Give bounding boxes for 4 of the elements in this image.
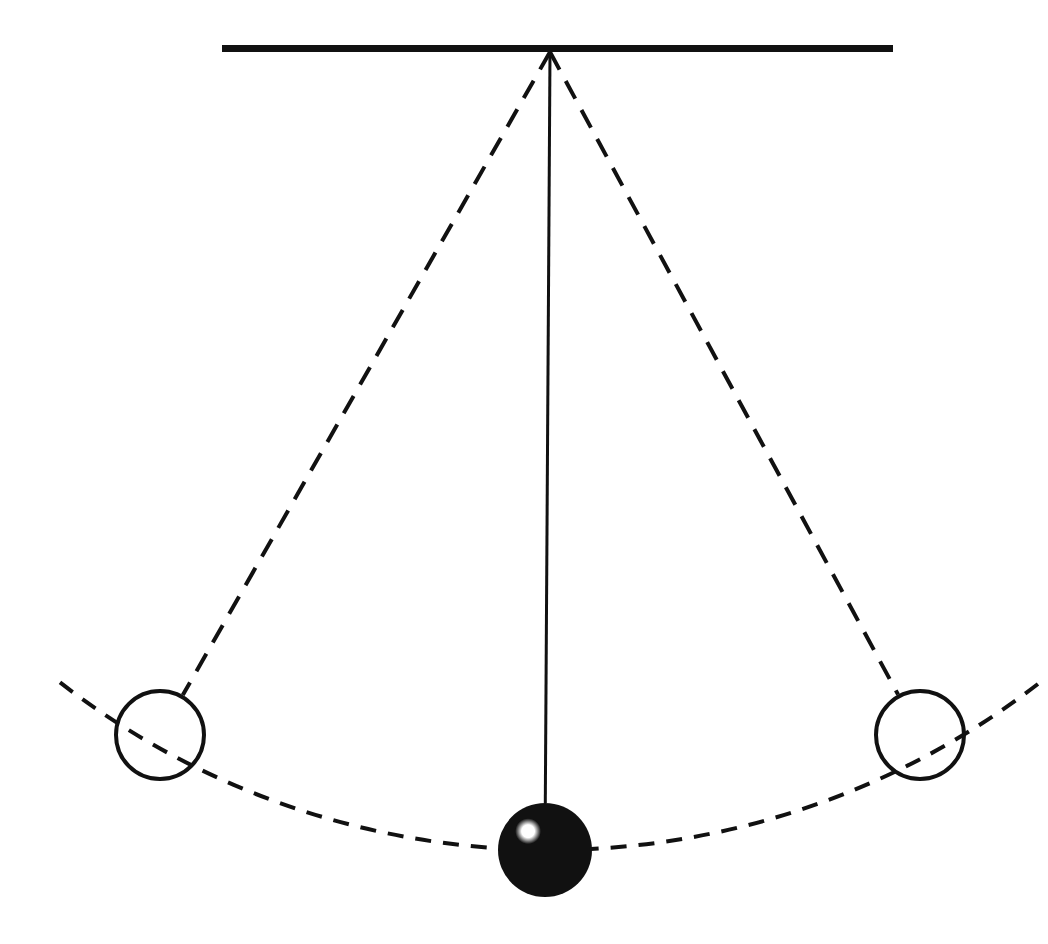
bob-outline — [874, 689, 966, 781]
swing-position-line — [548, 51, 900, 696]
bob-outline — [114, 689, 206, 781]
support-bar — [222, 45, 893, 52]
